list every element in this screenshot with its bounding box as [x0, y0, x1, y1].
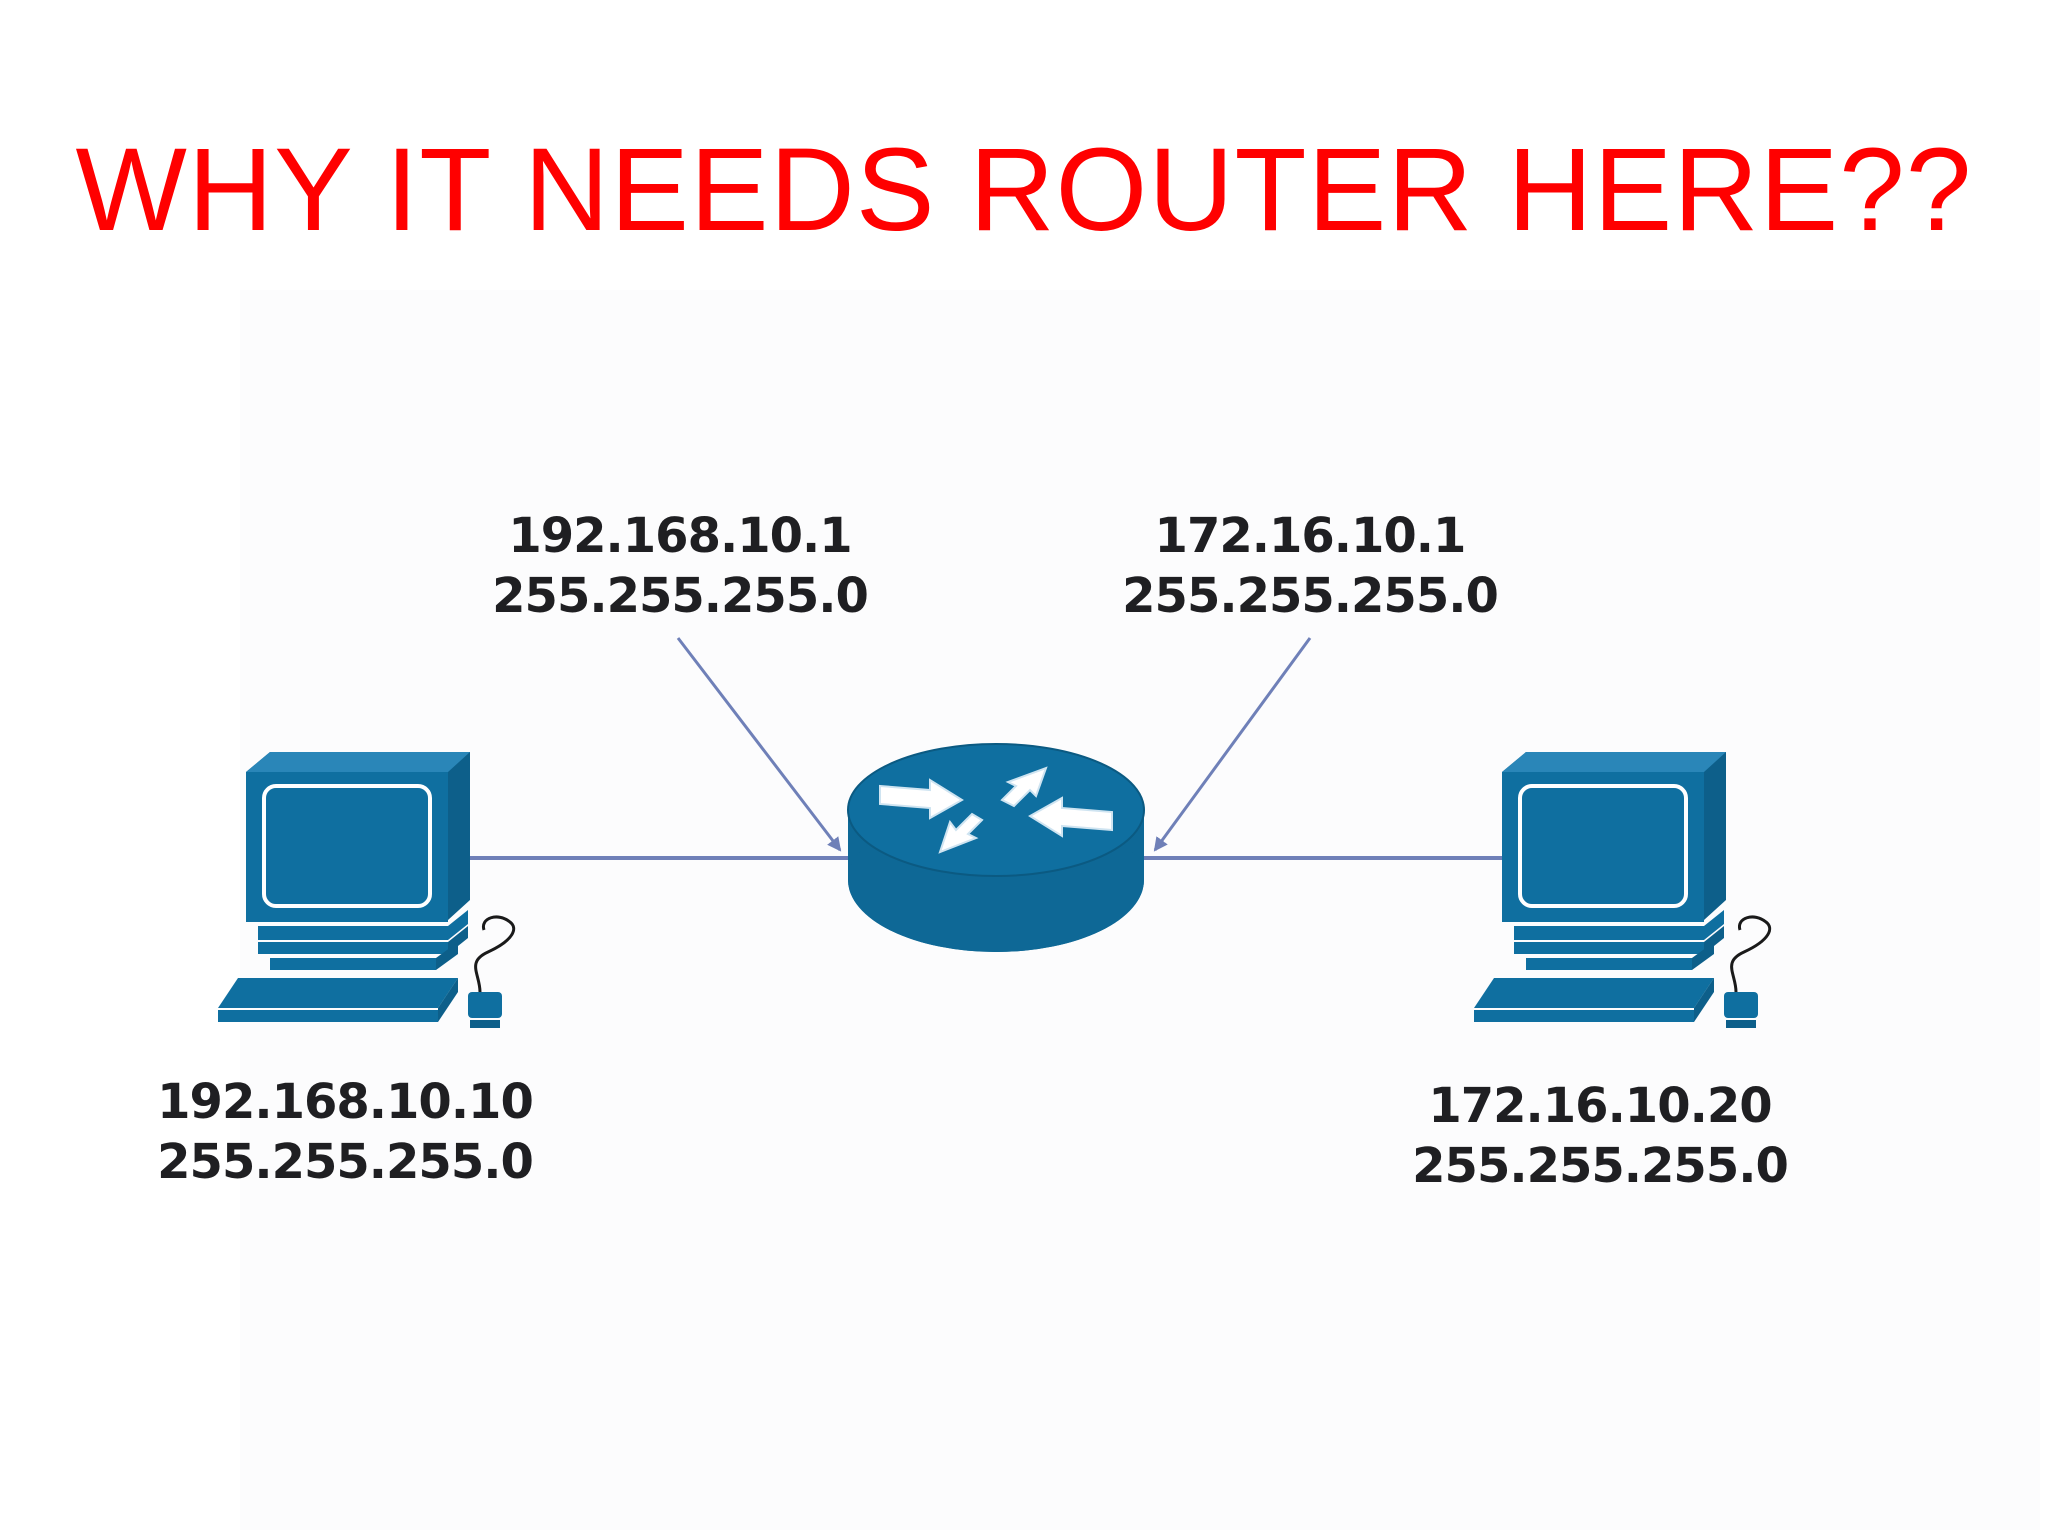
right-host-label: 172.16.10.20 255.255.255.0: [1405, 1076, 1795, 1196]
router-right-interface-ip: 172.16.10.1: [1154, 508, 1467, 564]
diagram-background: [240, 290, 2040, 1530]
router-left-interface-label: 192.168.10.1 255.255.255.0: [490, 506, 870, 626]
router-left-interface-mask: 255.255.255.0: [492, 568, 869, 624]
left-host-ip: 192.168.10.10: [157, 1074, 534, 1130]
router-right-interface-mask: 255.255.255.0: [1122, 568, 1499, 624]
left-host-label: 192.168.10.10 255.255.255.0: [150, 1072, 540, 1192]
right-host-mask: 255.255.255.0: [1412, 1138, 1789, 1194]
right-computer-icon: [1474, 752, 1772, 1028]
router-icon: [847, 743, 1145, 952]
router-right-interface-label: 172.16.10.1 255.255.255.0: [1120, 506, 1500, 626]
slide-title: WHY IT NEEDS ROUTER HERE??: [75, 124, 1973, 256]
router-left-interface-ip: 192.168.10.1: [508, 508, 852, 564]
right-host-ip: 172.16.10.20: [1428, 1078, 1772, 1134]
left-host-mask: 255.255.255.0: [157, 1134, 534, 1190]
pointer-right-interface: [1153, 637, 1312, 852]
pointer-left-interface: [676, 637, 842, 852]
left-computer-icon: [218, 752, 516, 1028]
